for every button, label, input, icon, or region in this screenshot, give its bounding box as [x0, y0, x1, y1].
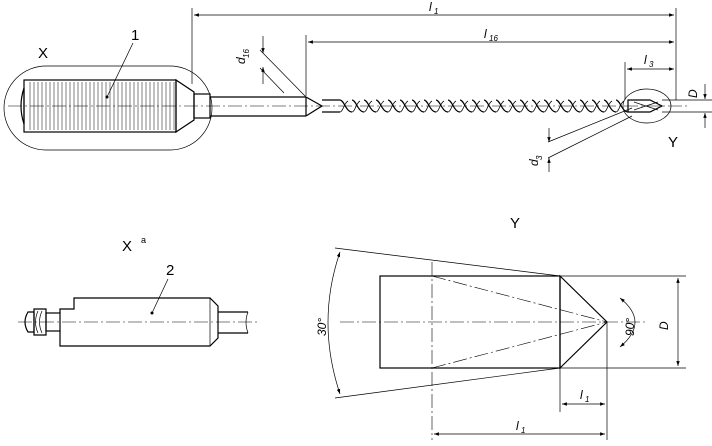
- dim-l1-main-sub: 1: [434, 7, 438, 16]
- callout-2-leader: [151, 278, 169, 314]
- dim-30-arc: [327, 251, 341, 395]
- dim-d16-symbol: d: [234, 57, 248, 64]
- view-y-marker: Y: [668, 134, 678, 151]
- dim-l1-detail-large-symbol: l: [516, 419, 519, 433]
- callout-1-label: 1: [131, 27, 139, 44]
- dim-90-arc: [619, 297, 636, 348]
- dim-l1-main-symbol: l: [429, 0, 432, 14]
- dim-d16-sub: 16: [242, 49, 251, 58]
- dim-d3-sub: 3: [535, 155, 544, 160]
- dim-d3-symbol: d: [527, 159, 541, 166]
- detail-x-title: X: [122, 238, 132, 255]
- detail-x-note: a: [141, 235, 146, 245]
- handle: [20, 78, 211, 134]
- detail-y-view: Y 30° 90° D l 1 l 1: [315, 215, 686, 440]
- view-x-label: X: [38, 45, 48, 62]
- main-view: l 1 l 16 l 3 D d 16 d 3 X 1: [3, 0, 712, 172]
- dim-l16-symbol: l: [484, 27, 487, 41]
- detail-y-title: Y: [510, 215, 520, 232]
- dim-D-detail-symbol: D: [657, 321, 671, 330]
- dim-l1-detail-small-symbol: l: [580, 388, 583, 402]
- dim-l3-sub: 3: [649, 60, 654, 69]
- dim-l3-symbol: l: [644, 53, 647, 67]
- dim-l1-detail-small-sub: 1: [585, 395, 589, 404]
- dim-D-main: D: [686, 89, 700, 98]
- dim-l16-sub: 16: [489, 34, 498, 43]
- dim-90-label: 90°: [623, 318, 637, 336]
- detail-x-ellipse: [3, 65, 213, 151]
- dim-30-label: 30°: [315, 318, 329, 336]
- detail-x-view: X a 2: [18, 235, 258, 347]
- callout-1-leader: [106, 42, 134, 98]
- dim-l1-detail-large-sub: 1: [521, 426, 525, 435]
- detail-y-ellipse: [622, 88, 672, 124]
- callout-2-label: 2: [166, 262, 174, 279]
- flute-section: [339, 99, 629, 113]
